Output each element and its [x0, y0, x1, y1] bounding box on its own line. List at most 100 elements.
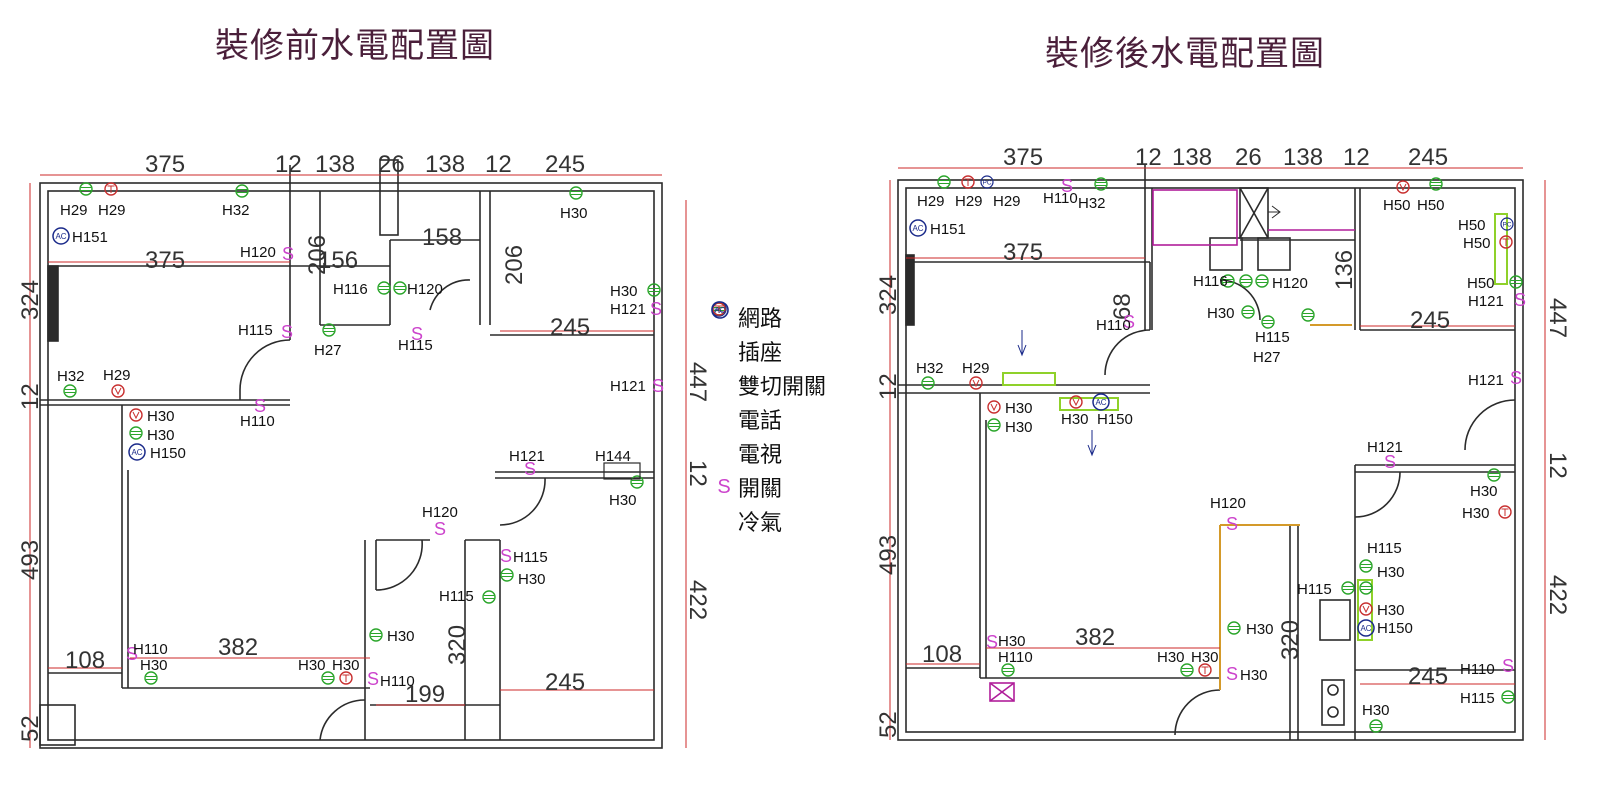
after-dimension-lines	[889, 167, 1546, 740]
height-label: H121	[610, 378, 646, 395]
dim-label: 422	[684, 580, 711, 620]
dim-label: 52	[17, 715, 44, 742]
height-label: H150	[150, 445, 186, 462]
before-dimension-lines	[29, 174, 687, 748]
height-label: H110	[1096, 317, 1131, 334]
dim-label: 138	[1283, 144, 1323, 171]
dim-label: 138	[315, 151, 355, 178]
outlet-icon	[1301, 308, 1315, 322]
height-label: H30	[1207, 305, 1235, 322]
tv-icon	[1069, 395, 1083, 409]
before-plan-title: 裝修前水電配置圖	[215, 26, 495, 66]
switch-icon: S	[1384, 452, 1396, 472]
symbol-legend: PC 網路 插座 雙切開關 電話 電視 S 開關 AC 冷氣	[710, 300, 826, 538]
height-label: H30	[1362, 702, 1390, 719]
outlet-icon	[322, 323, 336, 337]
height-label: H116	[333, 281, 368, 298]
ac-icon: AC	[1092, 393, 1110, 411]
switch-icon: S	[1226, 514, 1238, 534]
dim-label: 108	[922, 641, 962, 668]
height-label: H32	[916, 360, 944, 377]
dim-label: 447	[1544, 298, 1571, 338]
dim-label: 382	[218, 634, 258, 661]
dim-label: 138	[425, 151, 465, 178]
height-label: H30	[609, 492, 637, 509]
dim-label: 375	[1003, 144, 1043, 171]
height-label: H115	[439, 588, 474, 605]
dim-label: 138	[1172, 144, 1212, 171]
tv-icon	[969, 376, 983, 390]
outlet-icon	[321, 671, 335, 685]
svg-text:AC: AC	[1360, 624, 1371, 633]
height-label: H30	[1157, 649, 1185, 666]
height-label: H151	[930, 221, 966, 238]
svg-text:AC: AC	[714, 306, 725, 315]
legend-item: 電話	[710, 302, 826, 436]
height-label: H30	[518, 571, 546, 588]
outlet-icon	[1429, 177, 1443, 191]
height-label: H29	[98, 202, 126, 219]
outlet-icon	[1255, 274, 1269, 288]
switch-icon: S	[1510, 368, 1522, 388]
dim-label: 245	[1408, 144, 1448, 171]
ac-icon: AC	[128, 443, 146, 461]
outlet-icon	[482, 590, 496, 604]
height-label: H115	[1460, 690, 1495, 707]
outlet-icon	[1180, 663, 1194, 677]
height-label: H115	[513, 549, 548, 566]
height-label: H30	[1061, 411, 1089, 428]
height-label: H30	[1246, 621, 1274, 638]
switch-icon: S	[411, 324, 423, 344]
height-label: H150	[1097, 411, 1133, 428]
dim-label: 199	[405, 681, 445, 708]
switch-icon: S	[717, 475, 731, 498]
dim-label: 447	[684, 362, 711, 402]
height-label: H50	[1417, 197, 1445, 214]
tv-icon	[1396, 180, 1410, 194]
height-label: H115	[1367, 540, 1402, 557]
inner-wall-line	[905, 187, 1516, 733]
ac-icon: AC	[909, 219, 927, 237]
height-label: H121	[1367, 439, 1403, 456]
phone-icon	[104, 182, 118, 196]
dim-label: 375	[145, 151, 185, 178]
phone-icon	[339, 671, 353, 685]
height-label: H27	[1253, 349, 1281, 366]
dim-label: 156	[318, 247, 358, 274]
height-label: H120	[240, 244, 276, 261]
height-label: H30	[610, 283, 638, 300]
height-label: H30	[1462, 505, 1490, 522]
dim-label: 206	[501, 245, 528, 285]
height-label: H150	[1377, 620, 1413, 637]
outlet-icon	[1241, 305, 1255, 319]
outlet-icon	[987, 418, 1001, 432]
height-label: H110	[1460, 661, 1495, 678]
switch-icon: S	[500, 546, 512, 566]
legend-label: 插座	[738, 341, 783, 366]
switch-icon: S	[986, 632, 998, 652]
phone-icon	[1499, 235, 1513, 249]
outlet-icon	[235, 184, 249, 198]
dim-label: 68	[1109, 293, 1136, 320]
svg-text:AC: AC	[131, 448, 142, 457]
height-label: H30	[147, 427, 175, 444]
height-label: H30	[140, 657, 168, 674]
dim-label: 493	[17, 540, 44, 580]
legend-label: 開關	[738, 477, 783, 502]
outlet-icon	[1359, 559, 1373, 573]
dim-label: 320	[444, 625, 471, 665]
outlet-icon	[1001, 663, 1015, 677]
outlet-icon	[1221, 274, 1235, 288]
dim-label: 375	[145, 247, 185, 274]
switch-icon: S	[282, 244, 294, 264]
dim-label: 158	[422, 224, 462, 251]
dim-label: 12	[275, 151, 302, 178]
switch-icon: S	[254, 396, 266, 416]
dim-label: 108	[65, 647, 105, 674]
height-label: H115	[398, 337, 433, 354]
height-label: H29	[962, 360, 990, 377]
outlet-icon	[1487, 468, 1501, 482]
dim-label: 493	[875, 535, 902, 575]
legend-item: S 開關	[710, 470, 826, 504]
outlet-icon	[1227, 621, 1241, 635]
